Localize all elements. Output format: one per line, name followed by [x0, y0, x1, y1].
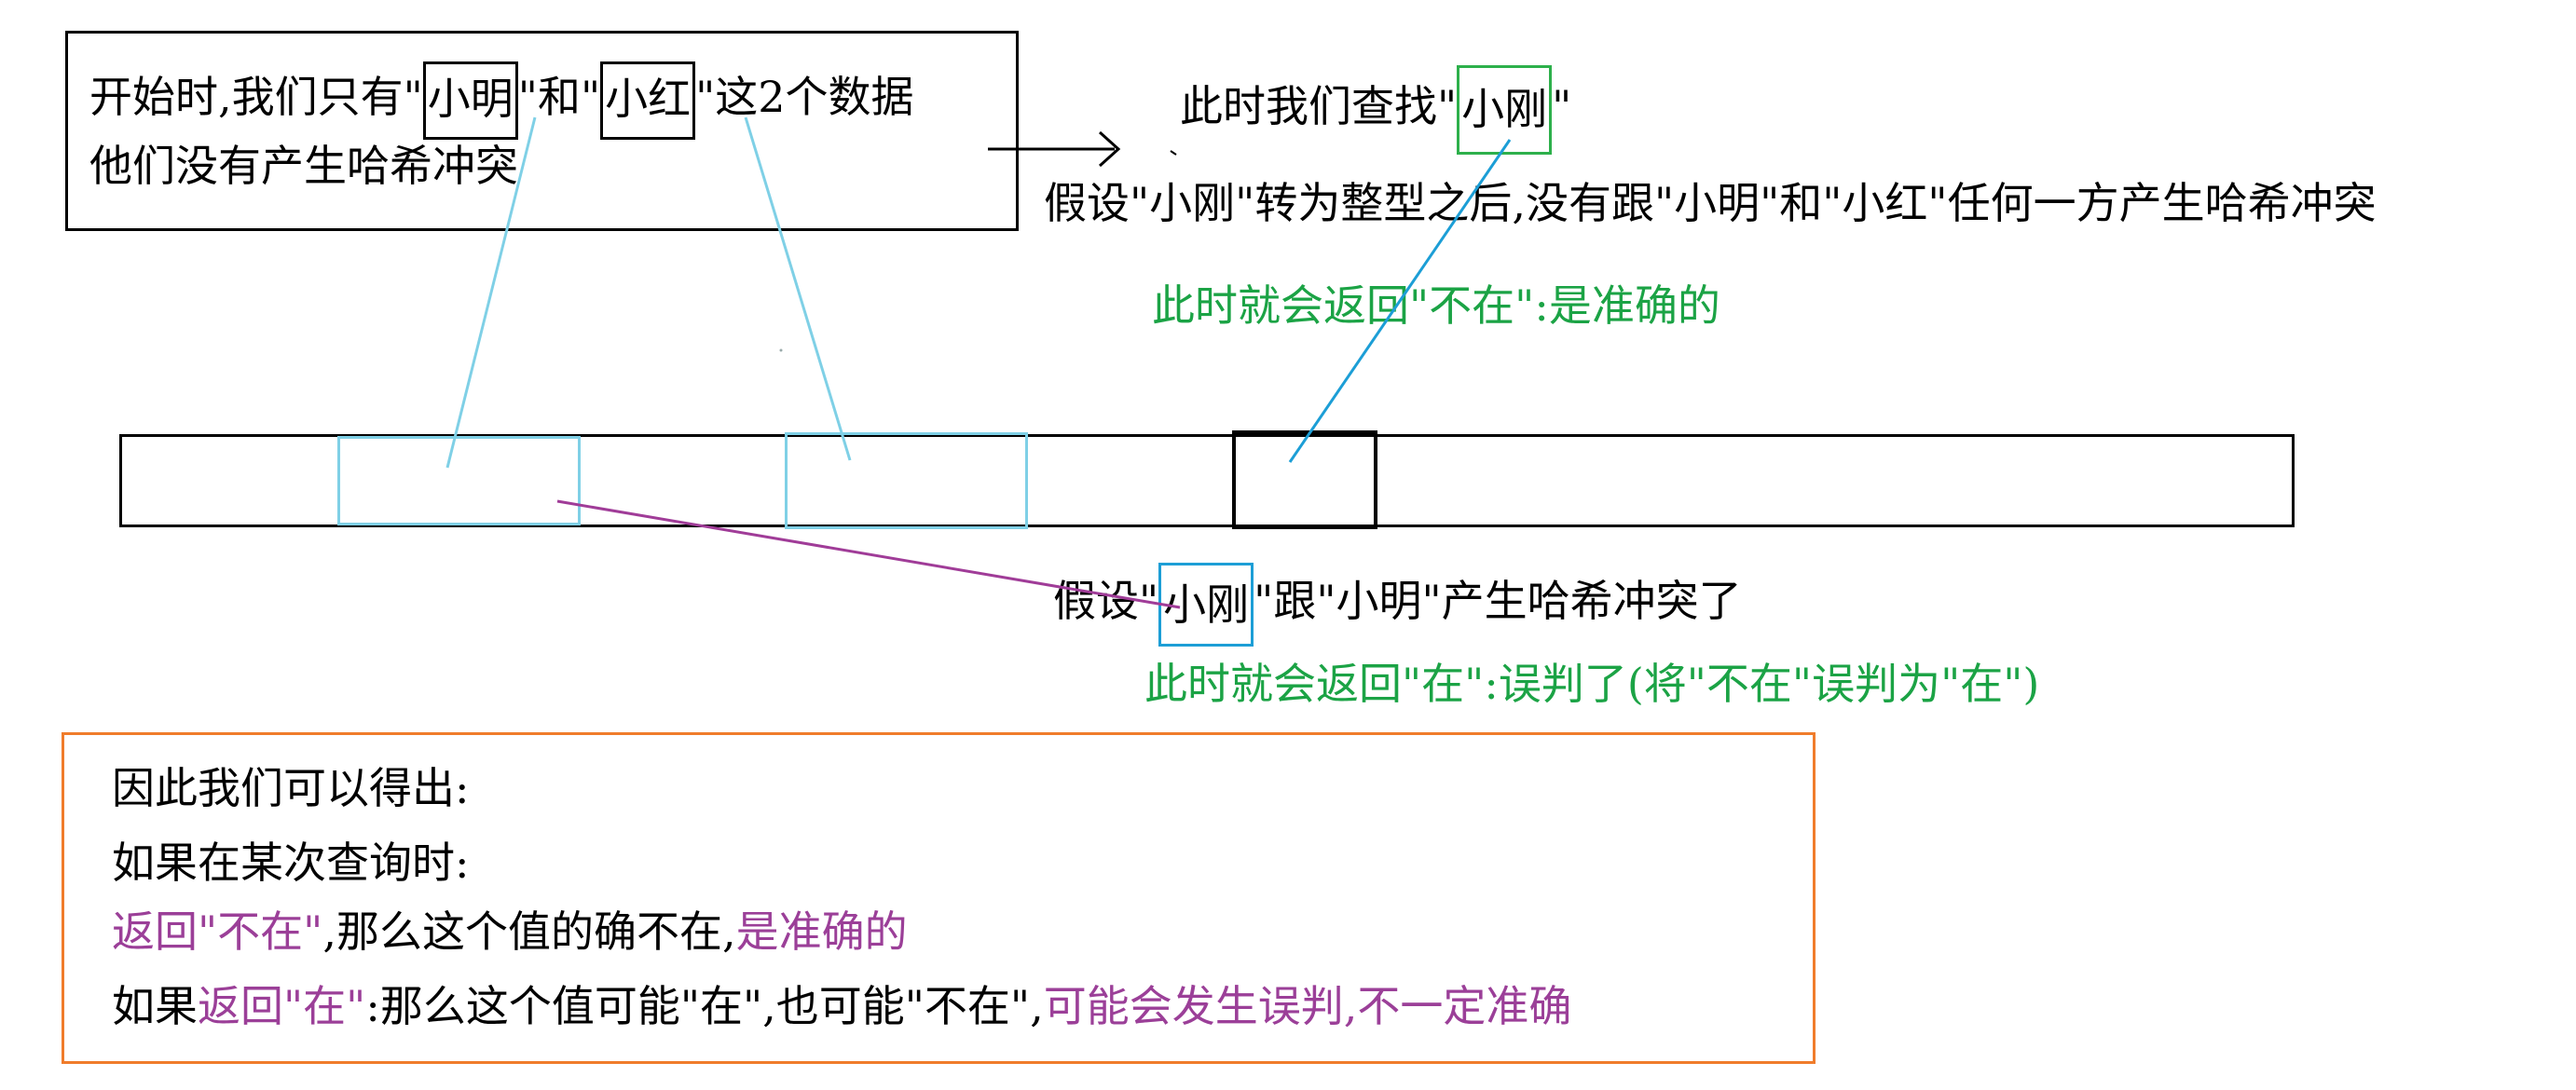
assumption-2-part-a: 假设" — [1053, 576, 1159, 626]
conclusion-line-3: 返回"不在",那么这个值的确不在,是准确的 — [112, 906, 908, 958]
query-part-b: " — [1552, 81, 1572, 131]
intro-line-1-part-c: "这2个数据 — [695, 72, 914, 122]
conclusion-line-3-c: 是准确的 — [735, 906, 908, 957]
conclusion-line-3-a: 返回"不在" — [112, 906, 323, 957]
name-xiaoming: 小明 — [427, 74, 514, 124]
intro-line-1-part-a: 开始时,我们只有" — [89, 72, 423, 122]
bit-array-bar — [119, 434, 2295, 527]
conclusion-box — [62, 732, 1816, 1064]
assumption-2-name: 小刚 — [1163, 579, 1250, 630]
cell-xiaohong — [785, 432, 1028, 529]
assumption-2: 假设"小刚"跟"小明"产生哈希冲突了 — [1053, 559, 1742, 647]
stray-mark-1 — [1170, 150, 1177, 156]
conclusion-line-1: 因此我们可以得出: — [112, 763, 470, 813]
conclusion-line-3-b: ,那么这个值的确不在, — [322, 906, 736, 957]
intro-line-1-part-b: "和" — [517, 72, 601, 122]
intro-box — [65, 31, 1019, 231]
result-2: 此时就会返回"在":误判了(将"不在"误判为"在") — [1144, 659, 2040, 709]
assumption-1: 假设"小刚"转为整型之后,没有跟"小明"和"小红"任何一方产生哈希冲突 — [1044, 178, 2377, 228]
conclusion-line-2: 如果在某次查询时: — [112, 838, 470, 888]
query-name-box: 小刚 — [1457, 65, 1553, 155]
assumption-2-part-b: "跟"小明"产生哈希冲突了 — [1254, 576, 1742, 626]
assumption-2-name-box: 小刚 — [1158, 563, 1254, 647]
name-box-xiaohong: 小红 — [600, 61, 696, 140]
conclusion-line-4-b: 返回"在" — [198, 981, 366, 1031]
conclusion-line-4-d: 可能会发生误判,不一定准确 — [1043, 981, 1572, 1031]
intro-line-2: 他们没有产生哈希冲突 — [89, 141, 518, 191]
name-box-xiaoming: 小明 — [422, 61, 518, 140]
stray-dot — [779, 348, 783, 352]
query-part-a: 此时我们查找" — [1180, 81, 1458, 131]
name-xiaohong: 小红 — [605, 74, 692, 124]
cell-xiaoming — [337, 436, 581, 525]
intro-line-1: 开始时,我们只有"小明"和"小红"这2个数据 — [89, 58, 914, 140]
conclusion-line-4: 如果返回"在":那么这个值可能"在",也可能"不在",可能会发生误判,不一定准确 — [112, 980, 1571, 1032]
cell-xiaogang — [1232, 430, 1377, 529]
conclusion-line-4-a: 如果 — [112, 981, 198, 1031]
query-line: 此时我们查找"小刚" — [1180, 61, 1572, 155]
query-name: 小刚 — [1461, 84, 1548, 134]
result-1: 此时就会返回"不在":是准确的 — [1152, 280, 1720, 331]
conclusion-line-4-c: :那么这个值可能"在",也可能"不在", — [365, 981, 1044, 1031]
arrow-right: → — [988, 116, 1128, 172]
